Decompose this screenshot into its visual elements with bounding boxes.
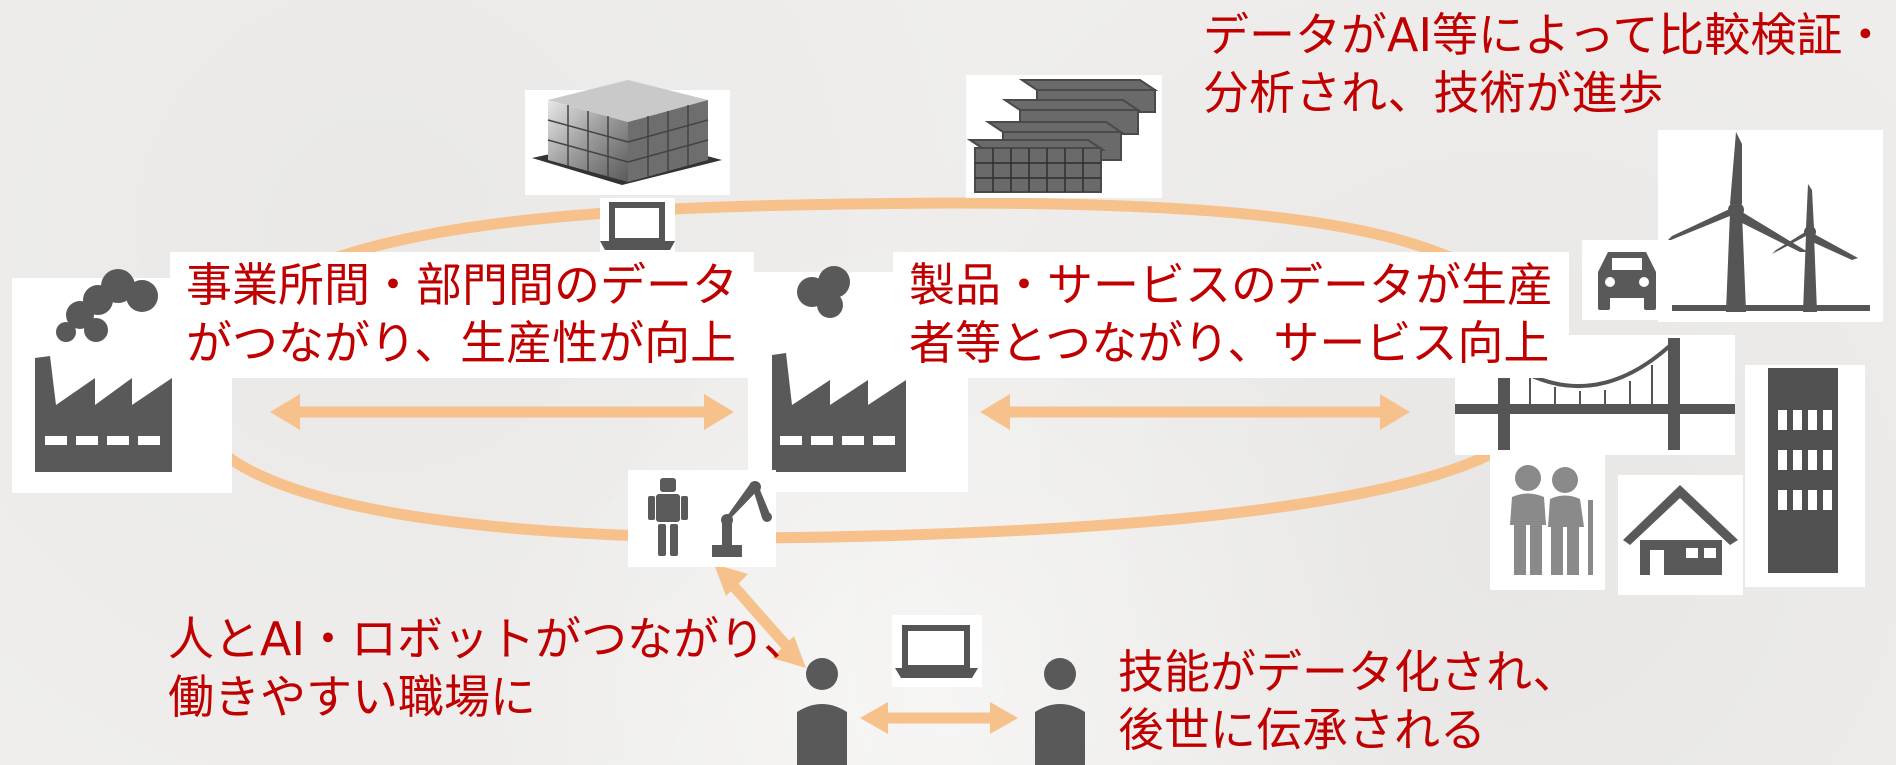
label-product-service-line1: 製品・サービスのデータが生産 (909, 258, 1553, 312)
elderly-couple-icon (1490, 455, 1605, 590)
label-human-ai-robot-line1: 人とAI・ロボットがつながり、 (168, 612, 810, 666)
label-inter-office: 事業所間・部門間のデータ がつながり、生産性が向上 (170, 252, 754, 378)
arrow-factory-factory (270, 394, 734, 430)
label-human-ai-robot: 人とAI・ロボットがつながり、 働きやすい職場に (168, 610, 809, 726)
person-right-icon (1035, 658, 1085, 765)
label-ai-analysis: データがAI等によって比較検証・ 分析され、技術が進歩 (1203, 6, 1888, 122)
label-skill-data: 技能がデータ化され、 後世に伝承される (1118, 643, 1578, 759)
label-ai-analysis-line2: 分析され、技術が進歩 (1203, 66, 1664, 120)
label-human-ai-robot-line2: 働きやすい職場に (168, 670, 536, 724)
factory-center-icon (748, 266, 968, 492)
laptop-top-icon (600, 198, 675, 256)
server-rack-icon (966, 75, 1162, 198)
label-product-service: 製品・サービスのデータが生産 者等とつながり、サービス向上 (893, 252, 1569, 378)
laptop-bottom-icon (892, 615, 982, 687)
label-skill-data-line2: 後世に伝承される (1118, 703, 1486, 757)
person-left-icon (797, 658, 847, 765)
label-ai-analysis-line1: データがAI等によって比較検証・ (1203, 8, 1889, 62)
wind-turbine-icon (1658, 130, 1883, 322)
arrow-factory-society (980, 394, 1410, 430)
robot-arm-icon (712, 481, 772, 557)
label-inter-office-line2: がつながり、生産性が向上 (186, 316, 737, 370)
label-skill-data-line1: 技能がデータ化され、 (1118, 645, 1579, 699)
house-icon (1618, 475, 1743, 595)
office-building-icon (525, 80, 730, 195)
car-icon (1582, 240, 1672, 320)
label-inter-office-line1: 事業所間・部門間のデータ (186, 258, 738, 312)
arrow-robot-person (714, 564, 806, 668)
label-product-service-line2: 者等とつながり、サービス向上 (909, 316, 1550, 370)
tall-building-icon (1745, 365, 1865, 587)
arrow-person-person (860, 702, 1018, 734)
